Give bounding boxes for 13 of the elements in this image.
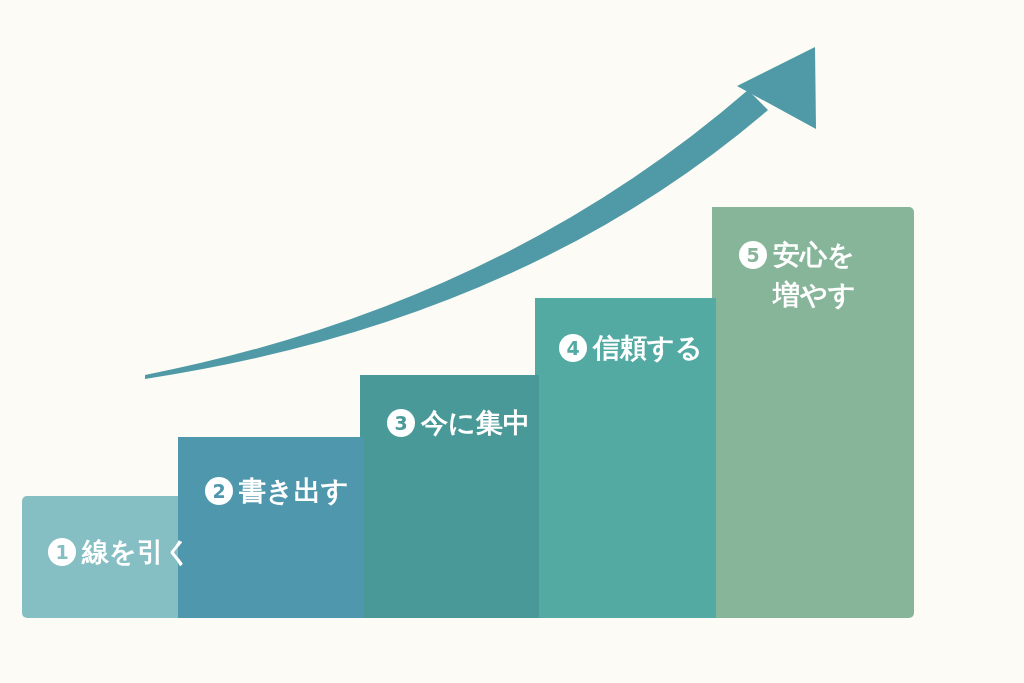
step-label: 信頼する bbox=[593, 331, 703, 365]
step-number-badge: 1 bbox=[48, 538, 76, 566]
step-bar bbox=[535, 298, 716, 618]
step-bar bbox=[360, 375, 539, 618]
step-number-badge: 4 bbox=[559, 334, 587, 362]
step-number-badge: 2 bbox=[205, 477, 233, 505]
step-label: 線を引く bbox=[82, 535, 192, 569]
step-number-badge: 5 bbox=[739, 241, 767, 269]
step-bar bbox=[712, 207, 914, 618]
step-label: 今に集中 bbox=[421, 406, 530, 440]
step-label: 書き出す bbox=[239, 474, 349, 508]
step-label: 安心を増やす bbox=[773, 238, 857, 312]
step-number-badge: 3 bbox=[387, 409, 415, 437]
